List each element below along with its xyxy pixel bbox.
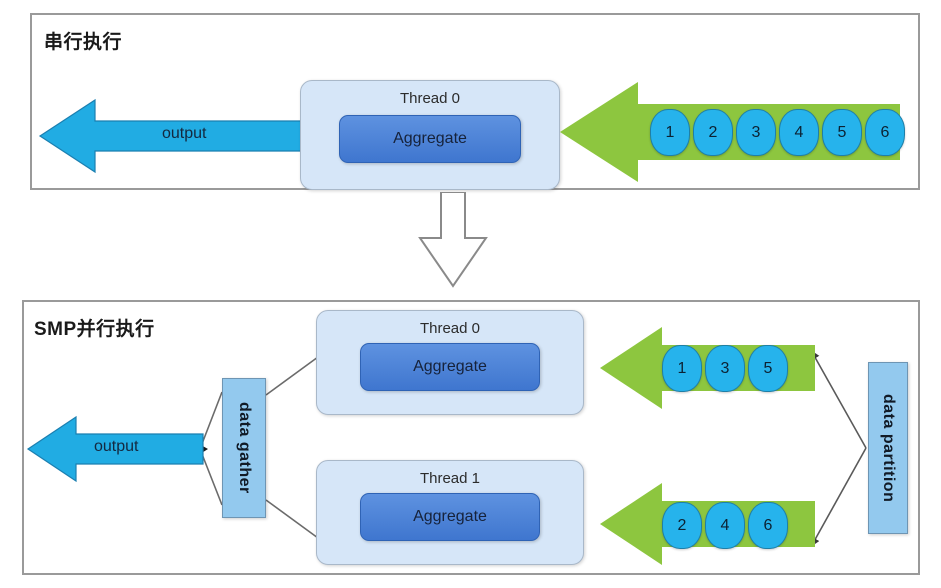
smp-thread1-input-arrow: 2 4 6: [600, 483, 815, 565]
smp-thread1-box[interactable]: Thread 1 Aggregate: [316, 460, 584, 565]
input-chip[interactable]: 4: [779, 109, 819, 156]
smp-output-arrow: output: [26, 414, 204, 484]
input-chip[interactable]: 2: [693, 109, 733, 156]
serial-output-label: output: [162, 125, 207, 142]
data-partition-label: data partition: [880, 393, 897, 503]
smp-thread0-label: Thread 0: [419, 320, 481, 337]
input-chip[interactable]: 5: [822, 109, 862, 156]
input-chip[interactable]: 2: [662, 502, 702, 549]
smp-thread0-aggregate[interactable]: Aggregate: [360, 343, 540, 391]
input-chip[interactable]: 6: [865, 109, 905, 156]
transition-down-arrow: [408, 191, 498, 292]
serial-panel-title: 串行执行: [44, 32, 123, 53]
smp-thread1-label: Thread 1: [419, 470, 481, 487]
input-chip[interactable]: 3: [736, 109, 776, 156]
data-gather-label: data gather: [236, 402, 253, 494]
serial-input-arrow: 1 2 3 4 5 6: [560, 82, 905, 182]
input-chip[interactable]: 5: [748, 345, 788, 392]
smp-panel-title: SMP并行执行: [34, 319, 155, 340]
smp-thread0-box[interactable]: Thread 0 Aggregate: [316, 310, 584, 415]
smp-thread0-input-arrow: 1 3 5: [600, 327, 815, 409]
data-gather-box[interactable]: data gather: [222, 378, 266, 518]
input-chip[interactable]: 6: [748, 502, 788, 549]
smp-thread1-aggregate[interactable]: Aggregate: [360, 493, 540, 541]
smp-thread0-input-items: 1 3 5: [662, 345, 788, 392]
input-chip[interactable]: 3: [705, 345, 745, 392]
serial-thread0-label: Thread 0: [399, 90, 461, 107]
input-chip[interactable]: 4: [705, 502, 745, 549]
down-block-arrow-icon: [418, 191, 488, 288]
smp-output-label: output: [94, 438, 139, 455]
serial-output-arrow: output: [38, 96, 316, 176]
input-chip[interactable]: 1: [650, 109, 690, 156]
serial-thread0-aggregate[interactable]: Aggregate: [339, 115, 521, 163]
input-chip[interactable]: 1: [662, 345, 702, 392]
smp-thread1-input-items: 2 4 6: [662, 502, 788, 549]
serial-thread0-box[interactable]: Thread 0 Aggregate: [300, 80, 560, 190]
data-partition-box[interactable]: data partition: [868, 362, 908, 534]
serial-input-items: 1 2 3 4 5 6: [650, 109, 905, 156]
left-arrow-icon: [26, 415, 204, 483]
